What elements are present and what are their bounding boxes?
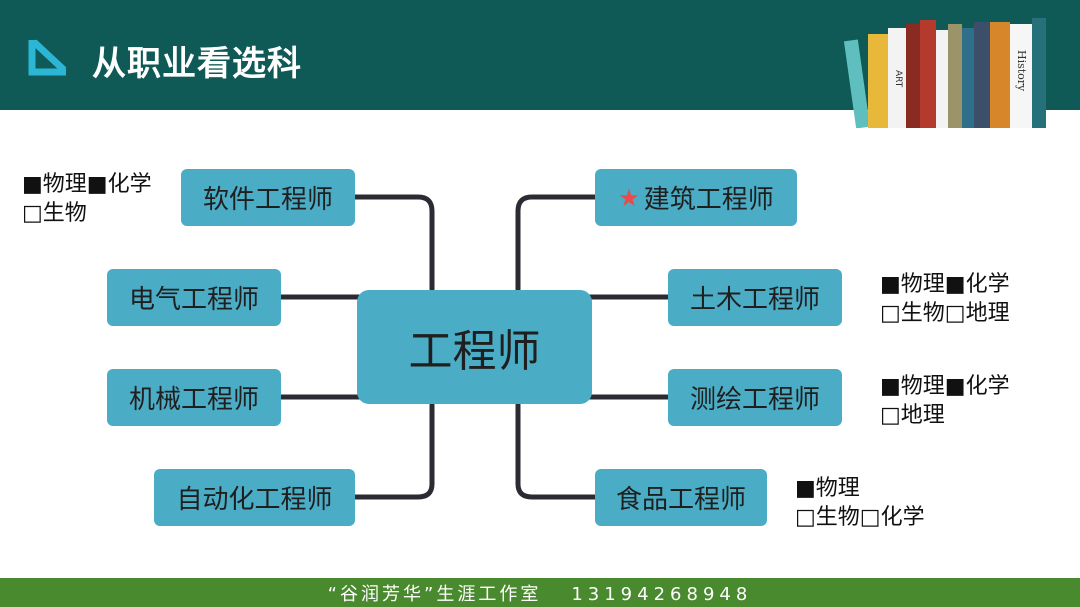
node-automation-engineer[interactable]: 自动化工程师 [154,469,355,526]
node-food-engineer[interactable]: 食品工程师 [595,469,767,526]
note-line: □生物 [22,201,87,226]
books-illustration: ART History [840,18,1065,170]
note-line: □生物□化学 [795,505,925,530]
node-software-engineer[interactable]: 软件工程师 [181,169,355,226]
note-line: □地理 [880,403,945,428]
node-civil-engineer[interactable]: 土木工程师 [668,269,842,326]
footer-bar: “谷润芳华”生涯工作室 13194268948 [0,578,1080,607]
book-label-art: ART [893,70,903,88]
footer-phone: 13194268948 [571,584,753,605]
note-software-engineer: ■物理■化学 □生物 [22,170,152,228]
note-line: ■物理■化学 [880,374,1010,399]
note-line: ■物理 [795,476,860,501]
footer-studio: “谷润芳华”生涯工作室 [327,584,542,605]
star-icon: ★ [618,183,640,212]
book-label-history: History [1015,50,1028,92]
node-architecture-engineer-label: 建筑工程师 [643,185,774,215]
center-node-engineer[interactable]: 工程师 [357,290,592,404]
note-line: ■物理■化学 [22,172,152,197]
arrow-down-right-icon [28,39,67,76]
note-line: ■物理■化学 [880,272,1010,297]
header-bar: 从职业看选科 ART History [0,0,1080,170]
node-architecture-engineer[interactable]: ★ 建筑工程师 [595,169,797,226]
page-title: 从职业看选科 [92,44,302,84]
note-food-engineer: ■物理 □生物□化学 [795,474,925,532]
note-line: □生物□地理 [880,301,1010,326]
note-civil-engineer: ■物理■化学 □生物□地理 [880,270,1010,328]
node-mechanical-engineer[interactable]: 机械工程师 [107,369,281,426]
node-surveying-engineer[interactable]: 测绘工程师 [668,369,842,426]
note-surveying-engineer: ■物理■化学 □地理 [880,372,1010,430]
node-electrical-engineer[interactable]: 电气工程师 [107,269,281,326]
footer-text: “谷润芳华”生涯工作室 13194268948 [0,580,1080,606]
